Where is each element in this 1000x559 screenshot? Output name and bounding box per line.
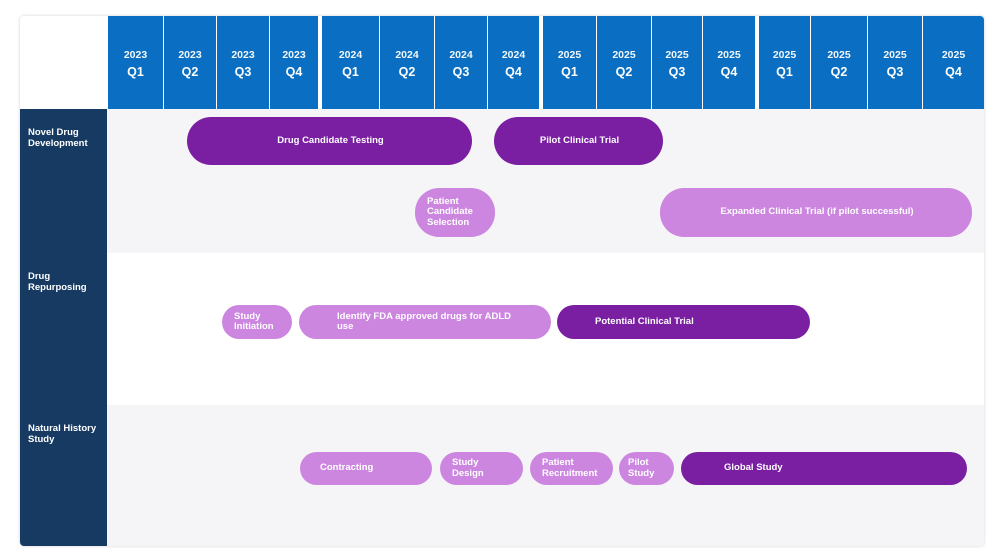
row-label-drug-repurposing: Drug Repurposing	[20, 253, 107, 405]
quarter-year-label: 2024	[501, 49, 526, 61]
quarter-label: Q4	[720, 65, 738, 79]
header-corner	[20, 16, 107, 109]
task-bar-pilot-study[interactable]: Pilot Study	[619, 452, 674, 485]
quarter-year-label: 2025	[557, 49, 582, 61]
quarter-label: Q2	[830, 65, 848, 79]
quarter-label: Q1	[342, 65, 359, 79]
quarter-year-label: 2024	[395, 49, 419, 61]
quarter-year-label: 2025	[827, 49, 851, 61]
row-label-novel-drug-development: Novel Drug Development	[20, 109, 107, 253]
quarter-year-label: 2023	[282, 49, 306, 61]
task-bar-identify-fda-drugs[interactable]: Identify FDA approved drugs for ADLD use	[299, 305, 551, 339]
quarter-label: Q2	[398, 65, 416, 79]
quarter-label: Q4	[285, 65, 303, 79]
task-bar-expanded-clinical-trial[interactable]: Expanded Clinical Trial (if pilot succes…	[660, 188, 972, 237]
quarter-year-label: 2024	[449, 49, 473, 61]
quarter-label: Q3	[452, 65, 470, 79]
quarter-label: Q3	[234, 65, 252, 79]
task-bar-patient-candidate-selection[interactable]: Patient Candidate Selection	[415, 188, 495, 237]
quarter-label: Q4	[505, 65, 522, 79]
quarter-year-label: 2023	[178, 49, 202, 61]
quarter-label: Q1	[561, 65, 578, 79]
row-label-natural-history-study: Natural History Study	[20, 405, 107, 546]
quarter-year-label: 2025	[717, 49, 741, 61]
task-bar-study-initiation[interactable]: Study Initiation	[222, 305, 292, 339]
quarter-label: Q2	[181, 65, 199, 79]
task-bar-global-study[interactable]: Global Study	[681, 452, 967, 485]
quarter-label: Q3	[668, 65, 686, 79]
task-bar-contracting[interactable]: Contracting	[300, 452, 432, 485]
quarter-year-label: 2025	[665, 49, 689, 61]
quarter-year-label: 2025	[883, 49, 907, 61]
quarter-year-label: 2023	[123, 49, 148, 61]
quarter-year-label: 2024	[338, 49, 363, 61]
quarter-label: Q4	[945, 65, 962, 79]
task-bar-potential-clinical-trial[interactable]: Potential Clinical Trial	[557, 305, 810, 339]
quarter-label: Q1	[776, 65, 793, 79]
quarter-label: Q3	[886, 65, 904, 79]
quarter-year-label: 2025	[612, 49, 636, 61]
task-bar-study-design[interactable]: Study Design	[440, 452, 523, 485]
quarter-year-label: 2025	[772, 49, 797, 61]
task-bar-drug-candidate-testing[interactable]: Drug Candidate Testing	[187, 117, 472, 165]
task-bar-pilot-clinical-trial[interactable]: Pilot Clinical Trial	[494, 117, 663, 165]
quarter-year-label: 2023	[231, 49, 255, 61]
quarter-label: Q1	[127, 65, 144, 79]
quarter-year-label: 2025	[941, 49, 966, 61]
task-bar-patient-recruitment[interactable]: Patient Recruitment	[530, 452, 613, 485]
quarter-label: Q2	[615, 65, 633, 79]
